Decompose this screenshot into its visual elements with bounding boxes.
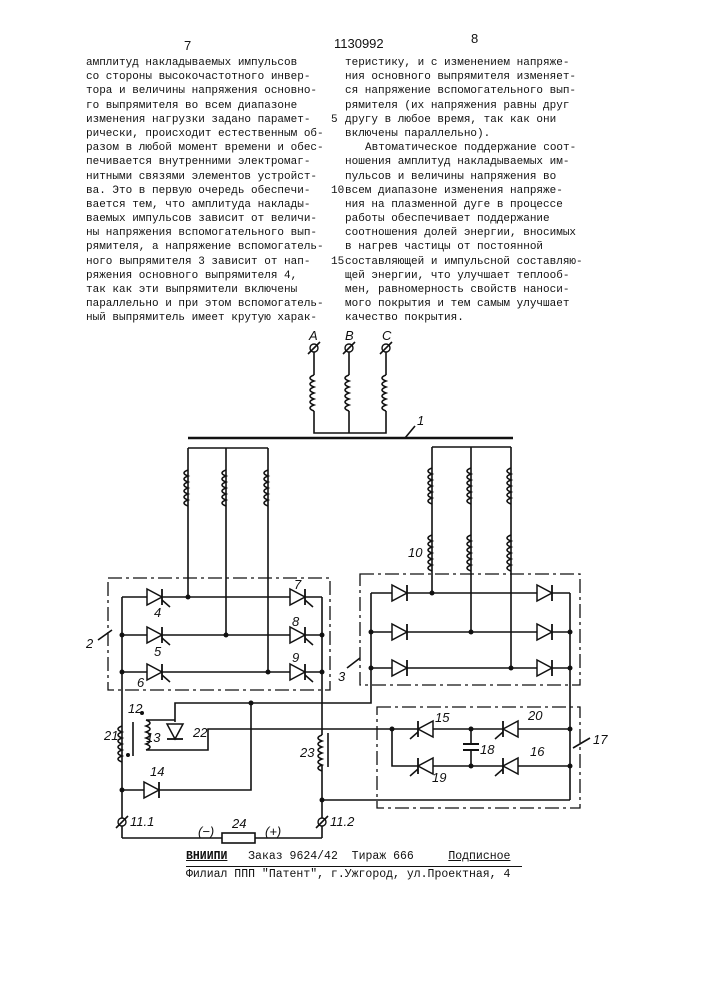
inverter-box — [377, 707, 580, 808]
label-7: 7 — [294, 577, 302, 592]
label-14: 14 — [150, 764, 164, 779]
footer-circulation: Тираж 666 — [352, 850, 414, 863]
label-10: 10 — [408, 545, 423, 560]
label-2: 2 — [85, 636, 94, 651]
label-24: 24 — [231, 816, 246, 831]
label-8: 8 — [292, 614, 300, 629]
label-5: 5 — [154, 644, 162, 659]
footer-order: Заказ 9624/42 — [248, 850, 338, 863]
label-13: 13 — [146, 730, 161, 745]
label-22: 22 — [192, 725, 208, 740]
terminal-11-1: 11.1 — [130, 814, 154, 829]
phase-label-c: C — [382, 328, 392, 343]
label-15: 15 — [435, 710, 450, 725]
primary-winding — [308, 342, 392, 433]
label-12: 12 — [128, 701, 143, 716]
label-18: 18 — [480, 742, 495, 757]
phase-label-a: A — [308, 328, 318, 343]
label-21: 21 — [103, 728, 118, 743]
label-23: 23 — [299, 745, 315, 760]
label-1: 1 — [417, 413, 424, 428]
label-4: 4 — [154, 605, 161, 620]
label-3: 3 — [338, 669, 346, 684]
footer-org: ВНИИПИ — [186, 850, 227, 863]
phase-label-b: B — [345, 328, 354, 343]
footer-subscription: Подписное — [448, 850, 510, 863]
minus-label: (−) — [198, 824, 214, 839]
footer-divider — [186, 866, 522, 867]
label-20: 20 — [527, 708, 543, 723]
label-17: 17 — [593, 732, 608, 747]
label-19: 19 — [432, 770, 446, 785]
footer-branch: Филиал ППП "Патент", г.Ужгород, ул.Проек… — [186, 868, 510, 881]
label-6: 6 — [137, 675, 145, 690]
label-16: 16 — [530, 744, 545, 759]
load-resistor — [222, 833, 255, 843]
plus-label: (+) — [265, 824, 281, 839]
terminal-11-2: 11.2 — [330, 814, 355, 829]
footer-line-1: ВНИИПИ Заказ 9624/42 Тираж 666 Подписное — [186, 850, 510, 863]
label-9: 9 — [292, 650, 299, 665]
